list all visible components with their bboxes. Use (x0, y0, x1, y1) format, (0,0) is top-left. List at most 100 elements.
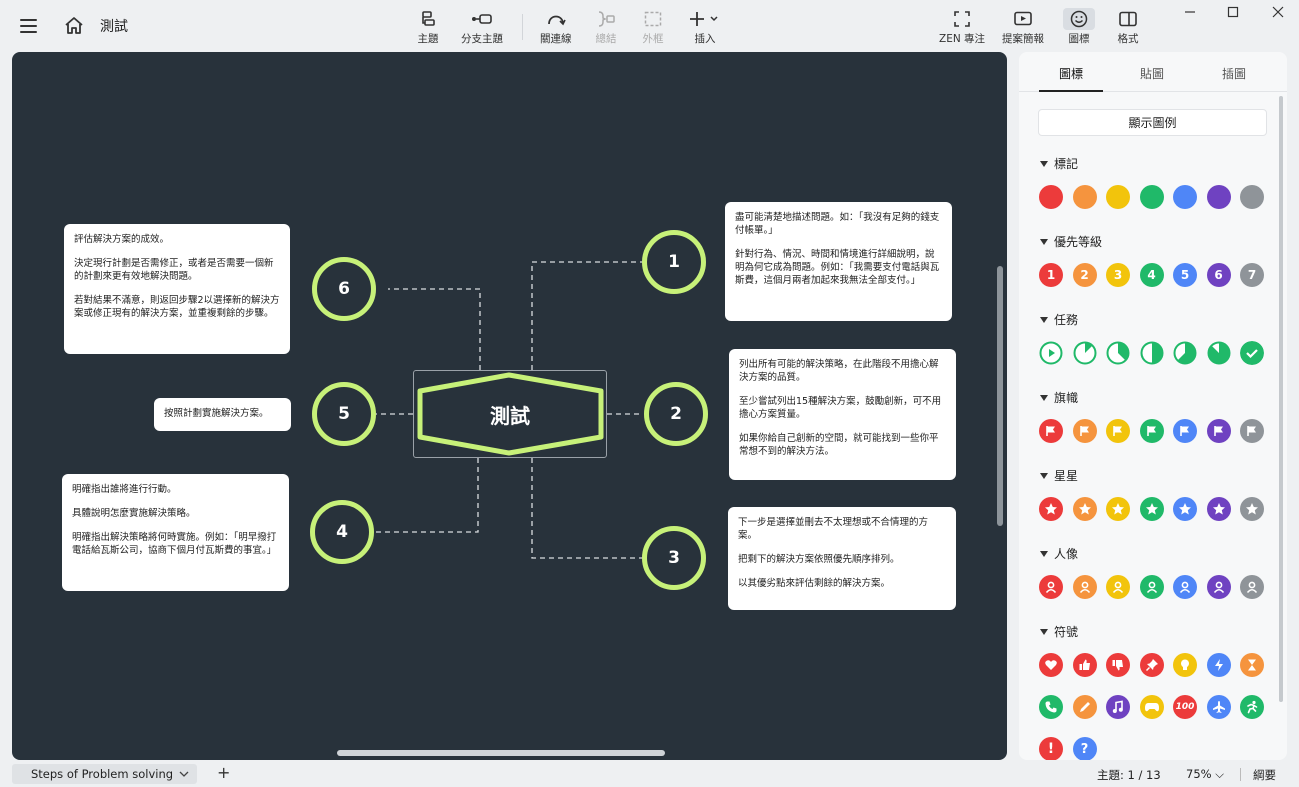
priority-7-icon[interactable]: 7 (1240, 263, 1264, 287)
hamburger-menu-icon[interactable] (14, 14, 42, 38)
section-star[interactable]: 星星 (1040, 467, 1078, 484)
mark-color-icon[interactable] (1173, 185, 1197, 209)
priority-1-icon[interactable]: 1 (1039, 263, 1063, 287)
flag-icon[interactable] (1039, 419, 1063, 443)
panel-scrollbar[interactable] (1279, 96, 1283, 702)
maximize-icon[interactable] (1223, 4, 1243, 20)
person-icon[interactable] (1240, 575, 1264, 599)
subtopic-button[interactable]: 分支主題 (461, 8, 503, 46)
summary-button[interactable]: 總結 (594, 8, 618, 46)
step-node-2[interactable]: 2 (644, 382, 708, 446)
step-node-1[interactable]: 1 (642, 230, 706, 294)
mind-map-canvas[interactable]: 評估解決方案的成效。 決定現行計劃是否需修正，或者是否需要一個新的計劃來更有效地… (12, 52, 1007, 760)
mark-color-icon[interactable] (1206, 185, 1231, 209)
flag-icon[interactable] (1139, 419, 1164, 443)
pencil-icon[interactable] (1072, 695, 1097, 719)
mark-color-icon[interactable] (1139, 185, 1164, 209)
pin-icon[interactable] (1139, 653, 1164, 677)
bulb-icon[interactable] (1173, 653, 1197, 677)
person-icon[interactable] (1206, 575, 1231, 599)
person-icon[interactable] (1139, 575, 1164, 599)
tab-icons[interactable]: 圖標 (1058, 67, 1083, 81)
close-icon[interactable] (1268, 4, 1288, 20)
task-progress-icon[interactable] (1240, 341, 1264, 365)
exclamation-icon[interactable]: ! (1039, 737, 1063, 760)
priority-4-icon[interactable]: 4 (1139, 263, 1164, 287)
priority-2-icon[interactable]: 2 (1072, 263, 1097, 287)
task-progress-icon[interactable] (1140, 341, 1164, 365)
hundred-icon[interactable]: 100 (1173, 695, 1197, 719)
mark-color-icon[interactable] (1072, 185, 1097, 209)
flag-icon[interactable] (1173, 419, 1197, 443)
task-progress-icon[interactable] (1106, 341, 1130, 365)
phone-icon[interactable] (1039, 695, 1063, 719)
person-icon[interactable] (1039, 575, 1063, 599)
task-progress-icon[interactable] (1039, 341, 1063, 365)
person-icon[interactable] (1106, 575, 1130, 599)
zoom-level[interactable]: 75% ⌵ (1186, 767, 1224, 782)
task-progress-icon[interactable] (1073, 341, 1097, 365)
central-topic[interactable]: 測試 (413, 370, 607, 458)
music-icon[interactable] (1106, 695, 1130, 719)
section-symbol[interactable]: 符號 (1040, 623, 1078, 640)
step-node-4[interactable]: 4 (310, 500, 374, 564)
priority-6-icon[interactable]: 6 (1206, 263, 1231, 287)
task-progress-icon[interactable] (1173, 341, 1197, 365)
mark-color-icon[interactable] (1240, 185, 1264, 209)
star-icon[interactable] (1240, 497, 1264, 521)
step-node-5[interactable]: 5 (312, 382, 376, 446)
section-flag[interactable]: 旗幟 (1040, 389, 1078, 406)
runner-icon[interactable] (1240, 695, 1264, 719)
thumbs-up-icon[interactable] (1072, 653, 1097, 677)
outline-button[interactable]: 綱要 (1253, 768, 1276, 782)
star-icon[interactable] (1072, 497, 1097, 521)
show-legend-button[interactable]: 顯示圖例 (1038, 109, 1267, 136)
section-task[interactable]: 任務 (1040, 311, 1078, 328)
insert-button[interactable]: 插入 (688, 8, 722, 46)
person-icon[interactable] (1173, 575, 1197, 599)
sheet-tab[interactable]: Steps of Problem solving (12, 764, 198, 784)
section-priority[interactable]: 優先等級 (1040, 233, 1102, 250)
star-icon[interactable] (1039, 497, 1063, 521)
section-person[interactable]: 人像 (1040, 545, 1078, 562)
tab-illustrations[interactable]: 插圖 (1221, 67, 1246, 81)
section-mark[interactable]: 標記 (1040, 155, 1078, 172)
relationship-button[interactable]: 關連線 (540, 8, 572, 46)
thumbs-down-icon[interactable] (1106, 653, 1130, 677)
heart-icon[interactable] (1039, 653, 1063, 677)
note-5[interactable]: 按照計劃實施解決方案。 (154, 398, 291, 431)
canvas-vertical-scrollbar[interactable] (997, 266, 1003, 526)
flag-icon[interactable] (1206, 419, 1231, 443)
flag-icon[interactable] (1106, 419, 1130, 443)
task-progress-icon[interactable] (1207, 341, 1231, 365)
topic-button[interactable]: 主題 (416, 8, 440, 46)
gamepad-icon[interactable] (1139, 695, 1164, 719)
icons-button[interactable]: 圖標 (1063, 8, 1095, 46)
add-sheet-icon[interactable]: + (217, 763, 231, 782)
minimize-icon[interactable] (1180, 4, 1200, 20)
note-1[interactable]: 盡可能清楚地描述問題。如：「我沒有足夠的錢支付帳單。」 針對行為、情況、時間和情… (725, 202, 952, 321)
format-button[interactable]: 格式 (1116, 8, 1140, 46)
pitch-button[interactable]: 提案簡報 (1002, 8, 1044, 46)
step-node-6[interactable]: 6 (312, 257, 376, 321)
note-4[interactable]: 明確指出誰將進行行動。 具體說明怎麼實施解決策略。 明確指出解決策略將何時實施。… (62, 474, 289, 591)
flag-icon[interactable] (1072, 419, 1097, 443)
zen-mode-button[interactable]: ZEN 專注 (939, 8, 985, 46)
note-6[interactable]: 評估解決方案的成效。 決定現行計劃是否需修正，或者是否需要一個新的計劃來更有效地… (64, 224, 290, 354)
step-node-3[interactable]: 3 (642, 526, 706, 590)
note-2[interactable]: 列出所有可能的解決策略，在此階段不用擔心解決方案的品質。 至少嘗試列出15種解決… (729, 349, 956, 480)
note-3[interactable]: 下一步是選擇並刪去不太理想或不合情理的方案。 把剩下的解決方案依照優先順序排列。… (728, 507, 956, 610)
star-icon[interactable] (1173, 497, 1197, 521)
canvas-horizontal-scrollbar[interactable] (337, 750, 665, 756)
tab-stickers[interactable]: 貼圖 (1139, 67, 1164, 81)
lightning-icon[interactable] (1206, 653, 1231, 677)
star-icon[interactable] (1106, 497, 1130, 521)
priority-3-icon[interactable]: 3 (1106, 263, 1130, 287)
home-icon[interactable] (62, 14, 86, 38)
star-icon[interactable] (1139, 497, 1164, 521)
plane-icon[interactable] (1206, 695, 1231, 719)
person-icon[interactable] (1072, 575, 1097, 599)
flag-icon[interactable] (1240, 419, 1264, 443)
mark-color-icon[interactable] (1039, 185, 1063, 209)
mark-color-icon[interactable] (1106, 185, 1130, 209)
